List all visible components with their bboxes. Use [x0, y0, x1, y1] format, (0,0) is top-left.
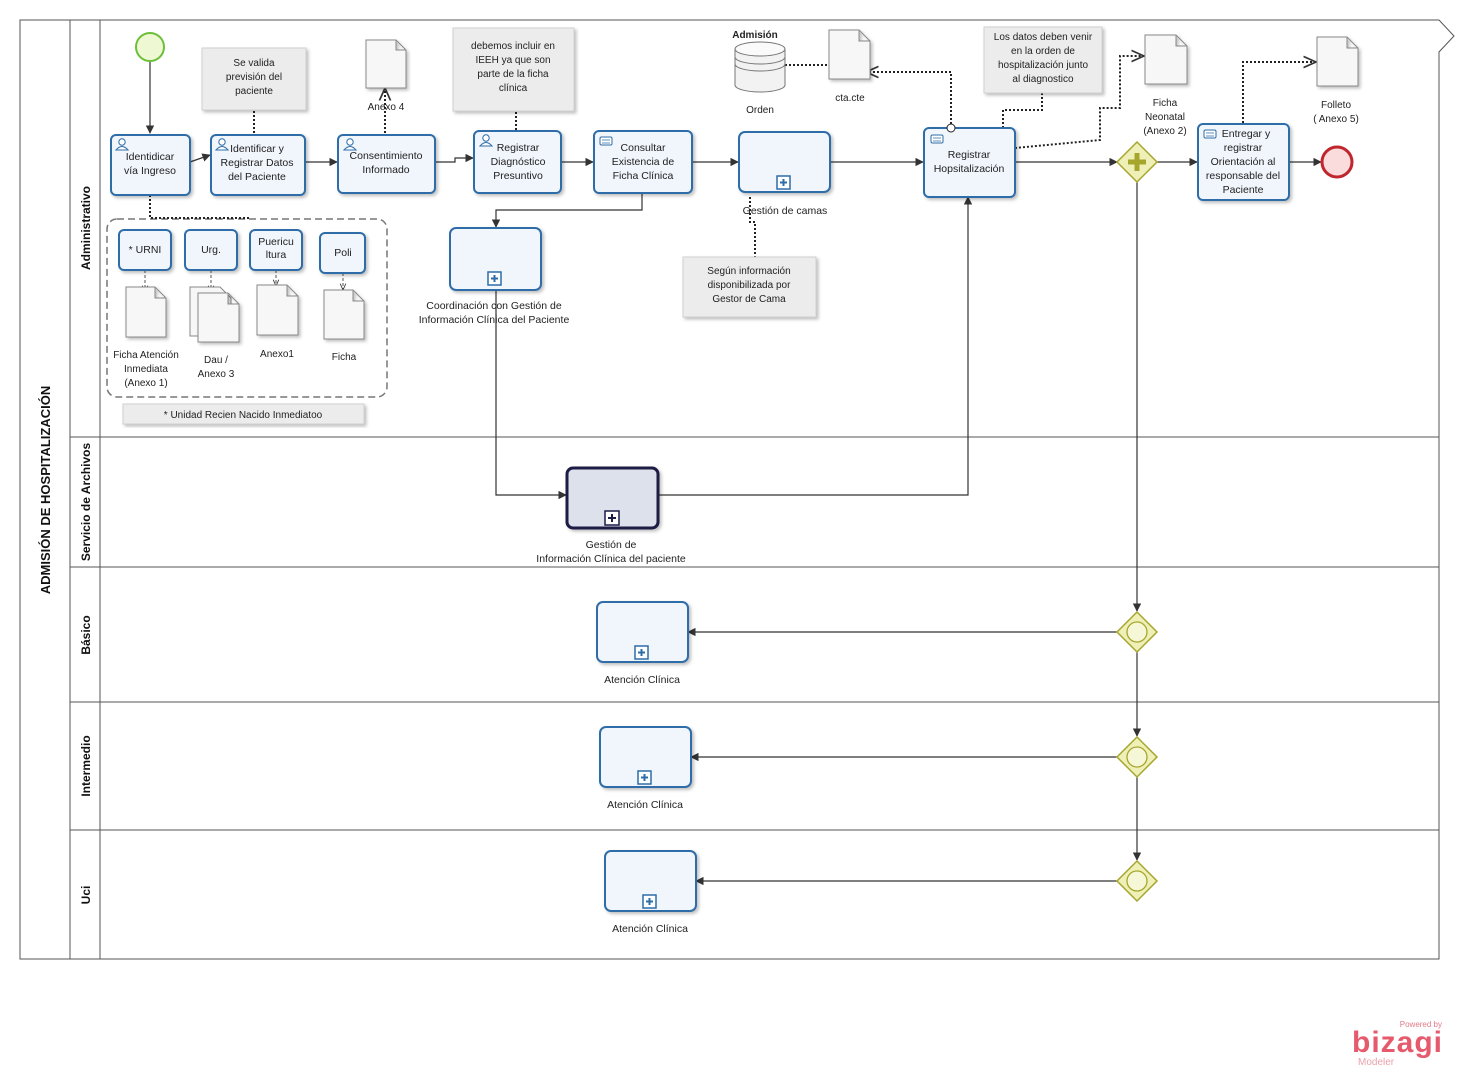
svg-text:Atención Clínica: Atención Clínica [604, 674, 680, 686]
subprocess-atencion-clinica-intermedio[interactable]: Atención Clínica [599, 726, 692, 811]
user-icon [114, 138, 130, 151]
event-gateway-uci[interactable] [1115, 859, 1159, 903]
subprocess-gestion-camas[interactable]: Gestión de camas [738, 131, 831, 217]
svg-text:* Unidad Recien Nacido Inmedia: * Unidad Recien Nacido Inmediatoo [164, 410, 323, 421]
brand-product: Modeler [1358, 1057, 1395, 1068]
svg-text:* URNI: * URNI [129, 244, 162, 256]
sequence-flows [145, 62, 1322, 886]
event-gateway-intermedio[interactable] [1115, 735, 1159, 779]
expand-icon [642, 894, 657, 909]
svg-text:Folleto( Anexo 5): Folleto( Anexo 5) [1313, 100, 1359, 125]
expand-icon [776, 175, 791, 190]
brand-name: bizagi [1352, 1026, 1444, 1059]
svg-text:Atención Clínica: Atención Clínica [607, 799, 683, 811]
user-icon [478, 134, 494, 147]
datastore-admision: Admisión Orden [732, 30, 786, 116]
event-gateway-basico[interactable] [1115, 610, 1159, 654]
task-urg[interactable]: Urg. [184, 229, 238, 271]
expand-icon [604, 510, 620, 526]
svg-text:Dau /Anexo 3: Dau /Anexo 3 [198, 355, 235, 380]
svg-text:Ficha: Ficha [332, 352, 357, 363]
svg-text:Orden: Orden [746, 105, 774, 116]
associations [145, 56, 1316, 292]
annotation-unidad-recien-nacido: * Unidad Recien Nacido Inmediatoo [122, 403, 365, 425]
svg-text:Anexo 4: Anexo 4 [368, 102, 405, 113]
document-folleto: Folleto( Anexo 5) [1313, 36, 1359, 125]
expand-icon [487, 271, 502, 286]
service-icon [1203, 129, 1217, 139]
expand-icon [637, 770, 652, 785]
svg-text:cta.cte: cta.cte [835, 93, 865, 104]
expand-icon [634, 645, 649, 660]
lane-administrativo: Administrativo [79, 186, 93, 270]
document-cta-cte: cta.cte [828, 29, 871, 104]
lane-intermedio: Intermedio [79, 735, 93, 796]
svg-text:Admisión: Admisión [732, 30, 778, 41]
end-event[interactable] [1320, 145, 1354, 179]
document-anexo-4: Anexo 4 [365, 39, 407, 113]
subprocess-atencion-clinica-uci[interactable]: Atención Clínica [604, 850, 697, 935]
lane-servicio-archivos: Servicio de Archivos [79, 443, 93, 562]
bizagi-logo: Powered by bizagi Modeler [1352, 1020, 1442, 1068]
lane-basico: Básico [79, 615, 93, 654]
service-icon [599, 136, 613, 146]
svg-text:Atención Clínica: Atención Clínica [612, 923, 688, 935]
powered-by-label: Powered by [1399, 1020, 1442, 1029]
user-icon [214, 138, 230, 151]
svg-text:Anexo1: Anexo1 [260, 349, 294, 360]
pool-title: ADMISIÓN DE HOSPITALIZACIÓN [38, 386, 53, 594]
task-poli[interactable]: Poli [319, 232, 366, 274]
svg-text:Urg.: Urg. [201, 244, 221, 256]
document-anexo1: Anexo1 [256, 284, 299, 360]
pool: ADMISIÓN DE HOSPITALIZACIÓN Administrati… [19, 19, 1455, 960]
task-urni[interactable]: * URNI [118, 229, 172, 271]
user-icon [342, 138, 358, 151]
document-ficha: Ficha [323, 289, 365, 363]
document-group [106, 218, 388, 398]
document-dau-anexo-3: Dau /Anexo 3 [189, 286, 240, 380]
service-icon [930, 134, 944, 144]
lane-uci: Uci [79, 886, 93, 905]
svg-text:Poli: Poli [334, 247, 352, 259]
svg-text:Gestión de camas: Gestión de camas [743, 205, 828, 217]
start-event[interactable] [135, 32, 165, 62]
parallel-gateway[interactable] [1115, 140, 1159, 184]
subprocess-atencion-clinica-basico[interactable]: Atención Clínica [596, 601, 689, 686]
